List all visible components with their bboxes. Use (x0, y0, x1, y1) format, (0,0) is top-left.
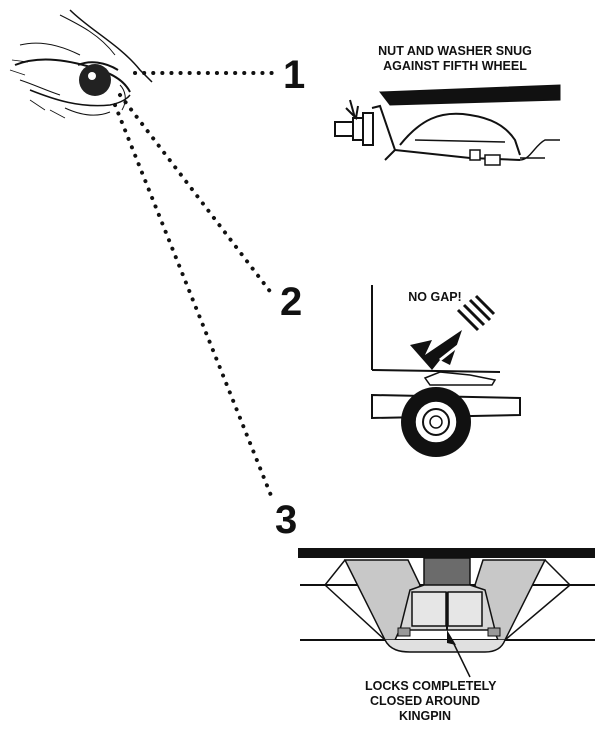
label-locks-closed: LOCKS COMPLETELY CLOSED AROUND KINGPIN (365, 679, 497, 724)
sight-line-2 (118, 93, 274, 296)
label-locks-closed-line-3: KINGPIN (398, 709, 452, 723)
step-number-1: 1 (283, 53, 306, 97)
arrow-icon (410, 294, 496, 370)
sight-line-3 (113, 103, 274, 500)
sight-lines (113, 71, 277, 500)
label-nut-washer: NUT AND WASHER SNUG AGAINST FIFTH WHEEL (365, 44, 545, 74)
label-locks-closed-line-1: LOCKS COMPLETELY (365, 679, 497, 693)
pointer-arrow-icon (447, 630, 471, 678)
label-no-gap-line-1: NO GAP! (408, 290, 462, 304)
no-gap-figure (371, 285, 521, 457)
label-locks-closed-line-2: CLOSED AROUND (370, 694, 480, 708)
label-no-gap: NO GAP! (400, 290, 470, 305)
step-number-2: 2 (280, 280, 303, 324)
label-nut-washer-line-2: AGAINST FIFTH WHEEL (383, 59, 527, 73)
step-number-3: 3 (275, 498, 298, 542)
label-nut-washer-line-1: NUT AND WASHER SNUG (378, 44, 532, 58)
fifth-wheel-nut-figure (334, 84, 561, 166)
eye-icon (9, 9, 153, 119)
kingpin-lock-figure (298, 548, 595, 678)
